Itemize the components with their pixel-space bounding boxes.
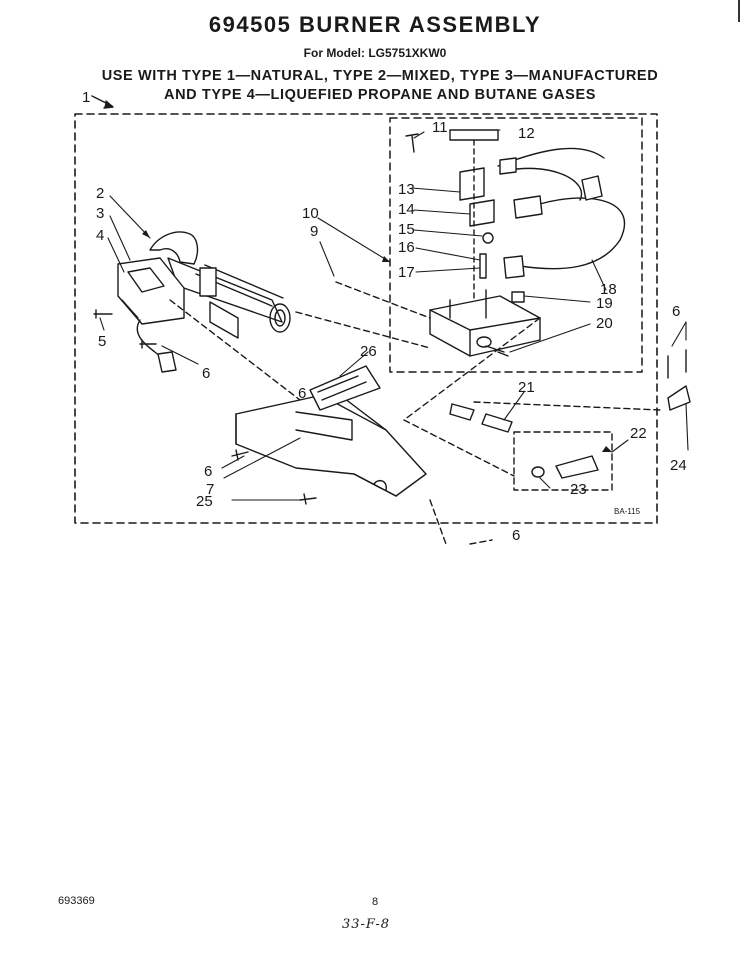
- callout-24: 24: [670, 457, 687, 474]
- clip-24: [667, 385, 691, 411]
- manifold-pipe: [449, 403, 513, 433]
- valve-coils: [449, 129, 499, 301]
- gas-type-line-1: USE WITH TYPE 1—NATURAL, TYPE 2—MIXED, T…: [101, 68, 659, 84]
- gas-valve: [429, 289, 541, 357]
- leader-1-arrow: [103, 100, 114, 109]
- figure-code: BA-115: [614, 507, 641, 516]
- callout-4: 4: [96, 227, 104, 244]
- callout-25: 25: [196, 493, 213, 510]
- callout-17: 17: [398, 264, 415, 281]
- callout-13: 13: [398, 181, 415, 198]
- callout-11: 11: [432, 119, 448, 136]
- callout-7: 7: [206, 481, 214, 498]
- arrowheads: [142, 230, 612, 452]
- callout-6-e: 6: [298, 385, 306, 402]
- callout-numbers: 1 2 3 4 5 6 6 6 6 6 7 9 10 11 12 13 14 1…: [82, 89, 687, 544]
- screw-6-right: [667, 349, 687, 379]
- callout-20: 20: [596, 315, 613, 332]
- wiring-harness: [497, 147, 626, 279]
- mounting-bracket: [235, 365, 427, 497]
- leader-lines: [169, 281, 661, 545]
- edge-mark: [738, 0, 740, 22]
- assembly-boundary: [74, 113, 658, 524]
- callout-1: 1: [82, 89, 90, 106]
- callout-18: 18: [600, 281, 617, 298]
- callout-leaders: [99, 129, 689, 501]
- callout-16: 16: [398, 239, 415, 256]
- callout-6-a: 6: [202, 365, 210, 382]
- callout-2: 2: [96, 185, 104, 202]
- callout-12: 12: [518, 125, 535, 142]
- part-number: 693369: [58, 895, 95, 907]
- callout-6-b: 6: [204, 463, 212, 480]
- callout-5: 5: [98, 333, 106, 350]
- page-number: 8: [372, 896, 379, 908]
- handwritten-note: 33-F-8: [342, 917, 391, 932]
- page-title: 694505 BURNER ASSEMBLY: [208, 12, 542, 37]
- valve-subassembly-boundary: [389, 117, 643, 373]
- callout-26: 26: [360, 343, 377, 360]
- gas-type-line-2: AND TYPE 4—LIQUEFIED PROPANE AND BUTANE …: [164, 87, 596, 103]
- fitting-20: [485, 345, 509, 357]
- nut-19: [511, 291, 525, 303]
- screw-11: [405, 133, 419, 153]
- screw-6-left: [139, 339, 157, 349]
- model-label: For Model: LG5751XKW0: [303, 46, 447, 60]
- callout-19: 19: [596, 295, 613, 312]
- screw-25: [299, 493, 317, 505]
- screw-5: [93, 309, 113, 319]
- callout-6-d: 6: [512, 527, 520, 544]
- screw-6-bracket: [231, 449, 249, 461]
- callout-6-c: 6: [672, 303, 680, 320]
- burner-tube: [149, 231, 291, 333]
- callout-21: 21: [518, 379, 535, 396]
- callout-9: 9: [310, 223, 318, 240]
- callout-14: 14: [398, 201, 415, 218]
- callout-15: 15: [398, 221, 415, 238]
- callout-22: 22: [630, 425, 647, 442]
- callout-23: 23: [570, 481, 587, 498]
- callout-3: 3: [96, 205, 104, 222]
- orifice-subassembly-boundary: [513, 431, 613, 491]
- orifice: [531, 455, 599, 479]
- callout-10: 10: [302, 205, 319, 222]
